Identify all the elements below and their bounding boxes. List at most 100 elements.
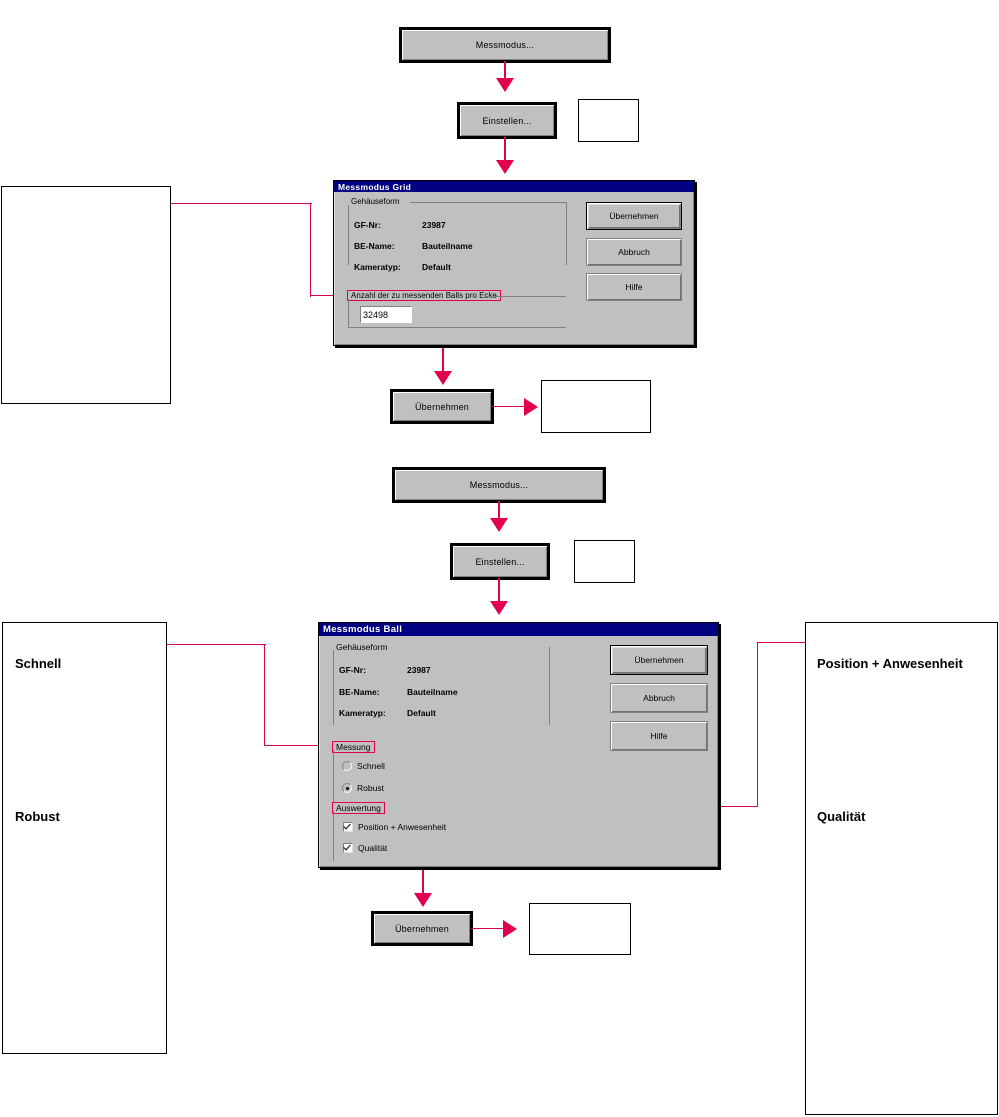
arrow-right-2d (503, 920, 517, 938)
arrow-down-1b (496, 160, 514, 174)
dialog-ball-group-messung-left-rule (333, 750, 334, 802)
connector-left-2-h2 (264, 745, 326, 747)
anzahl-balls-input-value: 32498 (363, 309, 389, 320)
dialog-ball-titlebar: Messmodus Ball (319, 623, 718, 636)
dialog-grid-hilfe-button[interactable]: Hilfe (586, 273, 682, 301)
dialog-grid-group-gehaeuseform-right-rule (566, 202, 567, 265)
dialog-grid-row-1-label: BE-Name: (354, 241, 395, 251)
dialog-grid-group-gehaeuseform-legend: Gehäuseform (348, 197, 403, 206)
connector-1a (504, 61, 506, 85)
arrow-right-1d (524, 398, 538, 416)
dialog-ball-group-auswertung-left-rule (333, 811, 334, 861)
radio-schnell-label: Schnell (357, 761, 385, 771)
einstellen-button-2[interactable]: Einstellen... (450, 543, 550, 580)
connector-right-2-v (757, 642, 759, 807)
dialog-ball-group-gehaeuseform-left-rule (333, 650, 334, 725)
radio-schnell[interactable]: Schnell (342, 761, 385, 771)
dialog-grid-group-gehaeuseform-top-rule (410, 202, 566, 203)
dialog-grid-group-anzahl-left-rule (348, 299, 349, 327)
dialog-grid-row-2-value: Default (422, 262, 451, 272)
connector-1c (442, 348, 444, 378)
note-box-3 (574, 540, 635, 583)
connector-2d (471, 928, 511, 930)
uebernehmen-button-1-label: Übernehmen (414, 401, 470, 412)
dialog-grid-titlebar: Messmodus Grid (334, 181, 694, 192)
connector-left-2-v (264, 644, 266, 746)
note-box-2 (541, 380, 651, 433)
checkbox-position-anwesenheit[interactable]: Position + Anwesenheit (343, 822, 446, 832)
einstellen-button-1-label: Einstellen... (482, 115, 532, 126)
dialog-ball-row-0-value: 23987 (407, 665, 431, 675)
arrow-down-1a (496, 78, 514, 92)
dialog-grid-row-1-value: Bauteilname (422, 241, 473, 251)
uebernehmen-button-2-label: Übernehmen (394, 923, 450, 934)
dialog-ball-group-auswertung-legend: Auswertung (332, 802, 385, 814)
dialog-grid-bottom-rule (348, 327, 566, 328)
checkbox-qualitaet-label: Qualität (358, 843, 388, 853)
arrow-down-1c (434, 371, 452, 385)
dialog-grid-group-anzahl-top-rule (486, 296, 566, 297)
messmodus-button-2[interactable]: Messmodus... (392, 467, 606, 503)
messmodus-button-2-label: Messmodus... (469, 480, 529, 490)
dialog-grid-group-gehaeuseform-left-rule (348, 205, 349, 265)
uebernehmen-button-2[interactable]: Übernehmen (371, 911, 473, 946)
note-box-left-1 (1, 186, 171, 404)
dialog-messmodus-ball: Messmodus Ball Gehäuseform GF-Nr: 23987 … (318, 622, 719, 868)
checkbox-qualitaet-indicator (343, 843, 353, 853)
note-box-1 (578, 99, 639, 142)
dialog-grid-uebernehmen-button[interactable]: Übernehmen (586, 202, 682, 230)
checkbox-position-anwesenheit-label: Position + Anwesenheit (358, 822, 447, 832)
note-box-right-2-text-1: Position + Anwesenheit (817, 656, 963, 671)
messmodus-button-1[interactable]: Messmodus... (399, 27, 611, 63)
radio-robust[interactable]: Robust (342, 783, 384, 793)
einstellen-button-1[interactable]: Einstellen... (457, 102, 557, 139)
note-box-left-2-text-1: Schnell (15, 656, 62, 671)
radio-schnell-indicator (342, 761, 352, 771)
radio-robust-indicator (342, 783, 352, 793)
einstellen-button-2-label: Einstellen... (475, 556, 525, 567)
connector-left-1-h1 (171, 203, 312, 205)
dialog-ball-row-2-label: Kameratyp: (339, 708, 386, 718)
dialog-ball-row-2-value: Default (407, 708, 436, 718)
dialog-ball-row-1-label: BE-Name: (339, 687, 380, 697)
dialog-ball-group-gehaeuseform-right-rule (549, 647, 550, 725)
dialog-grid-group-anzahl-legend: Anzahl der zu messenden Balls pro Ecke (347, 290, 501, 301)
radio-robust-label: Robust (357, 783, 384, 793)
dialog-ball-hilfe-button[interactable]: Hilfe (610, 721, 708, 751)
connector-1d (492, 406, 532, 408)
dialog-grid-abbruch-button[interactable]: Abbruch (586, 238, 682, 266)
dialog-ball-uebernehmen-button[interactable]: Übernehmen (610, 645, 708, 675)
checkbox-qualitaet[interactable]: Qualität (343, 843, 387, 853)
note-box-left-2-text-2: Robust (15, 809, 60, 824)
dialog-grid-row-0-value: 23987 (422, 220, 446, 230)
connector-right-2-h1 (757, 642, 806, 644)
uebernehmen-button-1[interactable]: Übernehmen (390, 389, 494, 424)
note-box-left-2: Schnell Robust (2, 622, 167, 1054)
connector-2b (498, 578, 500, 608)
anzahl-balls-input[interactable]: 32498 (360, 306, 412, 323)
dialog-ball-row-1-value: Bauteilname (407, 687, 458, 697)
dialog-ball-group-gehaeuseform-legend: Gehäuseform (333, 642, 391, 652)
arrow-down-2c (414, 893, 432, 907)
messmodus-button-1-label: Messmodus... (475, 40, 535, 50)
connector-1b (504, 137, 506, 167)
note-box-4 (529, 903, 631, 955)
checkbox-position-anwesenheit-indicator (343, 822, 353, 832)
dialog-ball-title: Messmodus Ball (323, 624, 403, 635)
arrow-down-2b (490, 601, 508, 615)
dialog-ball-row-0-label: GF-Nr: (339, 665, 366, 675)
dialog-ball-group-messung-legend: Messung (332, 741, 375, 753)
dialog-grid-row-2-label: Kameratyp: (354, 262, 401, 272)
connector-left-1-h2 (310, 295, 339, 297)
note-box-right-2: Position + Anwesenheit Qualität (805, 622, 998, 1115)
dialog-ball-abbruch-button[interactable]: Abbruch (610, 683, 708, 713)
dialog-grid-row-0-label: GF-Nr: (354, 220, 381, 230)
arrow-down-2a (490, 518, 508, 532)
note-box-right-2-text-2: Qualität (817, 809, 866, 824)
dialog-grid-title: Messmodus Grid (338, 181, 412, 192)
dialog-messmodus-grid: Messmodus Grid Gehäuseform GF-Nr: 23987 … (333, 180, 695, 346)
connector-left-2-h1 (167, 644, 266, 646)
connector-left-1-v (310, 203, 312, 297)
connector-2a (498, 501, 500, 525)
connector-2c (422, 870, 424, 900)
